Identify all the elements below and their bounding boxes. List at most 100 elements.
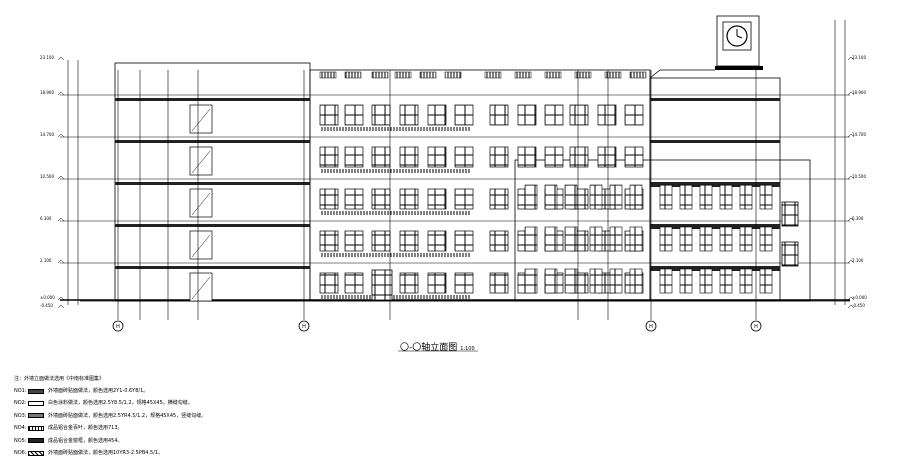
svg-text:H: H xyxy=(649,324,653,330)
window xyxy=(517,104,537,126)
roof-vent xyxy=(371,71,389,79)
window xyxy=(319,104,339,126)
window xyxy=(739,184,753,210)
legend-item: NO5: 成品铝合金窗框，颜色选用454。 xyxy=(14,435,206,447)
level-label-right: 23.100 xyxy=(852,55,866,60)
level-label-right: 18.900 xyxy=(852,90,866,95)
floor-slab xyxy=(650,140,780,143)
legend-item: NO6: 外墙面砖贴面做法，颜色选用10YR3-2.5PB4.5/1。 xyxy=(14,447,206,459)
railing xyxy=(320,169,470,173)
svg-text:H: H xyxy=(302,324,306,330)
window xyxy=(454,272,474,294)
swatch-icon xyxy=(28,401,44,407)
window xyxy=(371,230,391,252)
window xyxy=(454,188,474,210)
window xyxy=(319,230,339,252)
roof-vent xyxy=(394,71,412,79)
roof-vent xyxy=(514,71,532,79)
level-markers-right: 23.10018.90014.70010.5006.3002.100±0.000… xyxy=(834,20,867,309)
window xyxy=(699,226,713,252)
swatch-icon xyxy=(28,438,44,444)
axis-bubble-2: H xyxy=(298,320,310,332)
level-label-right: ±0.000 xyxy=(852,295,867,300)
window xyxy=(427,188,447,210)
window xyxy=(454,104,474,126)
floor-slab xyxy=(115,182,310,185)
roof-vent xyxy=(574,71,592,79)
window xyxy=(564,226,578,252)
legend-tag: NO5: xyxy=(14,437,27,444)
window xyxy=(344,146,364,168)
window xyxy=(569,104,589,126)
window xyxy=(624,146,644,168)
level-markers-left: 23.10018.90014.70010.5006.3002.100±0.000… xyxy=(40,55,79,309)
window xyxy=(719,268,733,294)
axis-bubble-3: H xyxy=(645,320,657,332)
window xyxy=(319,272,339,294)
legend-tag: NO4: xyxy=(14,425,27,432)
stair-window xyxy=(189,104,213,134)
floor-slabs xyxy=(60,94,850,271)
grid-lines xyxy=(117,70,757,320)
window xyxy=(489,272,509,294)
window xyxy=(659,268,673,294)
window xyxy=(489,188,509,210)
floor-slab xyxy=(650,182,780,185)
window xyxy=(589,268,603,294)
roof-vent xyxy=(544,71,562,79)
level-label-left: 2.100 xyxy=(40,258,52,263)
level-label-left: 10.500 xyxy=(40,174,54,179)
window xyxy=(344,230,364,252)
window xyxy=(544,104,564,126)
axis-bubble-4: H xyxy=(750,320,762,332)
legend-text: 白色涂料做法，颜色选用2.5Y8.5/1.2，规格45X45，横缝勾缝。 xyxy=(48,400,193,407)
railing xyxy=(320,295,470,299)
window xyxy=(597,146,617,168)
window xyxy=(399,104,419,126)
legend-item: NO4: 成品铝合金百叶，颜色选用713。 xyxy=(14,422,206,434)
roof-vent xyxy=(604,71,622,79)
floor-slab xyxy=(650,226,780,229)
floor-slab xyxy=(650,184,780,187)
floor-slab xyxy=(650,268,780,271)
window xyxy=(659,226,673,252)
legend-text: 外墙面砖贴面做法，颜色选用2.5YR4.5/1.2，规格45X45，竖缝勾缝。 xyxy=(48,412,207,419)
level-label-right: 14.700 xyxy=(852,132,866,137)
window xyxy=(679,226,693,252)
windows xyxy=(189,104,773,302)
floor-slab xyxy=(115,98,310,101)
swatch-icon xyxy=(28,413,44,419)
roof-vents xyxy=(319,71,647,79)
floor-slab xyxy=(115,266,310,269)
window xyxy=(759,184,773,210)
axis-bubble-1: H xyxy=(112,320,124,332)
window xyxy=(319,146,339,168)
window xyxy=(489,104,509,126)
window xyxy=(319,188,339,210)
drawing-title-text: 〇-〇轴立面图 xyxy=(400,343,458,353)
window xyxy=(589,184,603,210)
level-label-left: ±0.000 xyxy=(40,295,55,300)
window xyxy=(544,184,558,210)
window xyxy=(344,188,364,210)
legend-text: 成品铝合金百叶，颜色选用713。 xyxy=(48,425,123,432)
floor-slab xyxy=(650,224,780,227)
roof-vent xyxy=(419,71,437,79)
window xyxy=(399,230,419,252)
window xyxy=(427,272,447,294)
window xyxy=(427,146,447,168)
window xyxy=(679,268,693,294)
window xyxy=(564,268,578,294)
floor-slab xyxy=(650,98,780,101)
window xyxy=(524,226,538,252)
window xyxy=(609,226,623,252)
window xyxy=(759,226,773,252)
legend-item: NO3: 外墙面砖贴面做法，颜色选用2.5YR4.5/1.2，规格45X45，竖… xyxy=(14,410,206,422)
window xyxy=(609,184,623,210)
level-label-left: 23.100 xyxy=(40,55,54,60)
window xyxy=(427,104,447,126)
window xyxy=(739,226,753,252)
level-label-left: 18.900 xyxy=(40,90,54,95)
